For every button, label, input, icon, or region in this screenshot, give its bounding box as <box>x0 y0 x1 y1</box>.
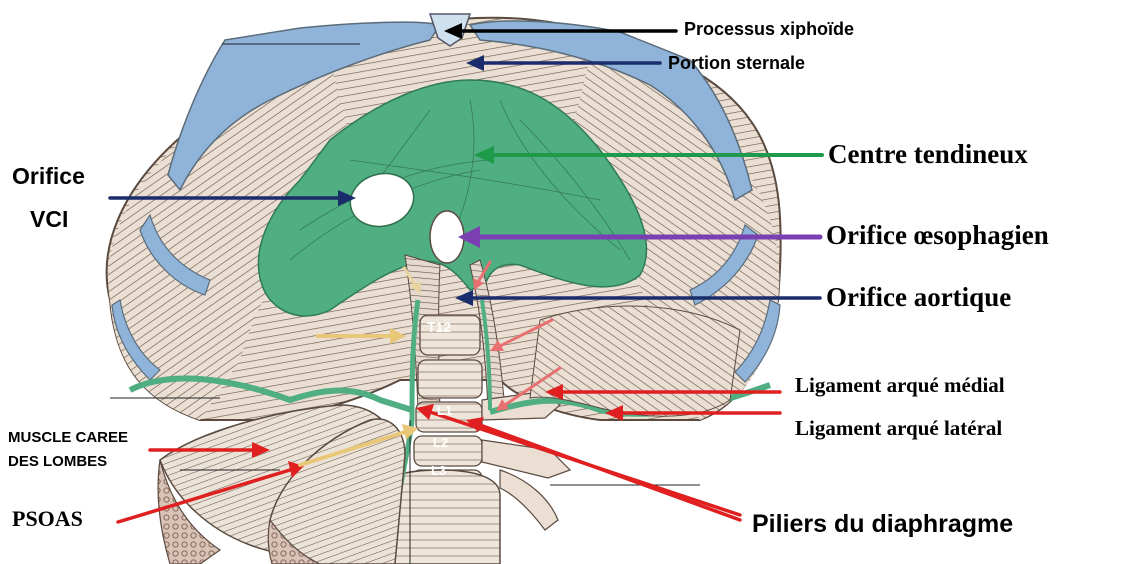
label-piliers-du-diaphragme: Piliers du diaphragme <box>752 512 1013 537</box>
label-orifice-aortique: Orifice aortique <box>826 284 1011 311</box>
label-ligament-arque-lateral: Ligament arqué latéral <box>795 418 1002 439</box>
vertebra-l1: L1 <box>437 404 452 417</box>
label-centre-tendineux: Centre tendineux <box>828 141 1028 168</box>
vertebra-t12: T12 <box>427 320 451 334</box>
label-ligament-arque-medial: Ligament arqué médial <box>795 375 1005 396</box>
label-muscle-caree-line2: DES LOMBES <box>8 454 107 469</box>
vertebra-l3: L3 <box>431 464 446 477</box>
arrow-piliers-2 <box>480 425 740 520</box>
posterior-fibers-right <box>530 306 740 416</box>
label-orifice-vci-line1: Orifice <box>12 165 85 188</box>
label-muscle-caree-line1: MUSCLE CAREE <box>8 430 128 445</box>
vertebra-l2: L2 <box>433 436 448 449</box>
label-portion-sternale: Portion sternale <box>668 54 805 72</box>
label-processus-xiphoide: Processus xiphoïde <box>684 20 854 38</box>
label-orifice-oesophagien: Orifice œsophagien <box>826 222 1049 249</box>
label-psoas: PSOAS <box>12 508 83 530</box>
label-orifice-vci-line2: VCI <box>30 208 68 231</box>
